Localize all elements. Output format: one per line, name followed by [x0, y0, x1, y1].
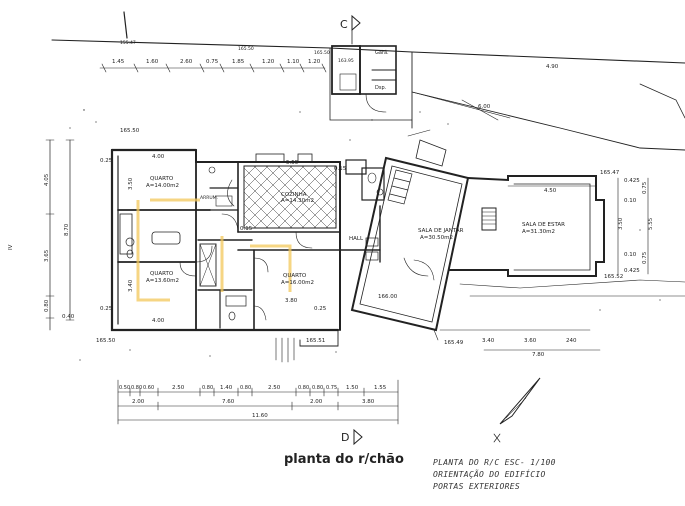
dim-label: 0.15	[334, 166, 347, 172]
dim-label: 1.10	[287, 59, 300, 65]
dim-label: 3.80	[285, 298, 298, 304]
dim-label: 1.60	[146, 59, 159, 65]
drawing-title: planta do r/chão	[284, 452, 404, 467]
dim-label: 1.85	[232, 59, 245, 65]
room-label: Dsp.	[375, 85, 387, 91]
dim-label: 3.80	[362, 399, 375, 405]
note-line: PORTAS EXTERIORES	[433, 482, 520, 491]
room-area: A=13.60m2	[146, 278, 179, 284]
level-label: 163.95	[338, 58, 354, 64]
dim-label: 0.60	[143, 385, 154, 391]
note-line: PLANTA DO R/C ESC- 1/100	[433, 458, 556, 467]
room-label: QUARTO	[283, 273, 307, 279]
room-label: SALA DE ESTAR	[522, 222, 565, 228]
room-area: A=14.00m2	[146, 183, 179, 189]
dim-label: 3.60	[524, 338, 537, 344]
dim-label: 0.80	[240, 385, 251, 391]
dim-label: 4.05	[44, 173, 50, 186]
dim-label: 1.45	[112, 59, 125, 65]
dim-label: 3.40	[482, 338, 495, 344]
dim-label: 7.80	[532, 352, 545, 358]
dim-label: 2.60	[180, 59, 193, 65]
dim-label: 4.00	[152, 154, 165, 160]
dim-label: 3.50	[128, 177, 134, 190]
dim-label: 0.80	[298, 385, 309, 391]
room-label: Gará.	[375, 49, 389, 56]
level-label: 165.49	[444, 340, 464, 346]
dim-label: 3.40	[128, 279, 134, 292]
dim-label: 0.25	[100, 306, 113, 312]
dim-label: 2.00	[310, 399, 323, 405]
dim-label: 0.25	[100, 158, 113, 164]
dim-label: 0.75	[206, 59, 219, 65]
dim-label: 2.50	[268, 385, 281, 391]
dim-label: 0.25	[314, 306, 327, 312]
dim-label: 1.55	[374, 385, 387, 391]
room-area: A=16.00m2	[281, 280, 314, 286]
level-label: 165.50	[120, 128, 140, 134]
dim-label: 2.00	[132, 399, 145, 405]
dim-label: 1.50	[346, 385, 359, 391]
dim-label: 0.425	[624, 178, 640, 184]
dim-label: 5.55	[648, 217, 654, 230]
dim-label: 0.80	[202, 385, 213, 391]
dim-label: 0.75	[642, 251, 648, 264]
side-marker: IV	[8, 244, 14, 250]
dim-label: 1.20	[262, 59, 275, 65]
room-area: A=31.30m2	[522, 229, 555, 235]
dim-label: 6.00	[478, 104, 491, 110]
dim-label: 2.50	[172, 385, 185, 391]
level-label: 165.51	[306, 338, 325, 344]
dim-label: 4.90	[546, 64, 559, 70]
room-label: QUARTO	[150, 176, 174, 182]
dim-label: 240	[566, 338, 577, 344]
level-label: 165.47	[600, 170, 620, 176]
dim-label: 7.60	[222, 399, 235, 405]
dim-label: 0.80	[312, 385, 323, 391]
level-label: 165.50	[238, 46, 254, 52]
dim-label: 4.00	[152, 318, 165, 324]
dim-label: 1.20	[308, 59, 321, 65]
level-label: 165.50	[314, 50, 330, 56]
room-label: ARRUM.	[200, 195, 218, 201]
dim-label: 0.425	[624, 268, 640, 274]
room-label: QUARTO	[150, 271, 174, 277]
dim-label: 3.65	[44, 249, 50, 262]
dim-label: 0.75	[326, 385, 337, 391]
dim-label: 0.15	[240, 226, 253, 232]
level-label: 165.50	[96, 338, 116, 344]
level-label: 166.00	[378, 294, 398, 300]
dim-label: 0.10	[624, 252, 637, 258]
dim-label: 3.50	[618, 217, 624, 230]
room-area: A=30.50m2	[420, 235, 453, 241]
dim-label: 0.40	[62, 314, 75, 320]
dim-label: 4.50	[544, 188, 557, 194]
room-label: SALA DE JANTAR	[418, 228, 464, 234]
level-label: 165.52	[604, 274, 623, 280]
room-label: COZINHA	[281, 192, 307, 198]
dim-label: 5.55	[286, 160, 299, 166]
dim-label: 8.70	[64, 223, 70, 236]
dim-label: 0.75	[642, 181, 648, 194]
note-line: ORIENTAÇÃO DO EDIFÍCIO	[433, 470, 546, 479]
section-marker-top: C	[340, 18, 348, 31]
room-label: HALL	[349, 236, 364, 242]
dim-label: 0.50	[119, 385, 130, 391]
dim-label: 11.60	[252, 413, 268, 419]
room-area: A=14.30m2	[281, 198, 314, 204]
dim-label: 0.80	[44, 299, 50, 312]
dim-label: 1.40	[220, 385, 233, 391]
level-label: 155.47	[120, 40, 136, 46]
dim-label: 0.80	[131, 385, 142, 391]
section-marker-bottom: D	[341, 431, 349, 444]
dim-label: 0.10	[624, 198, 637, 204]
